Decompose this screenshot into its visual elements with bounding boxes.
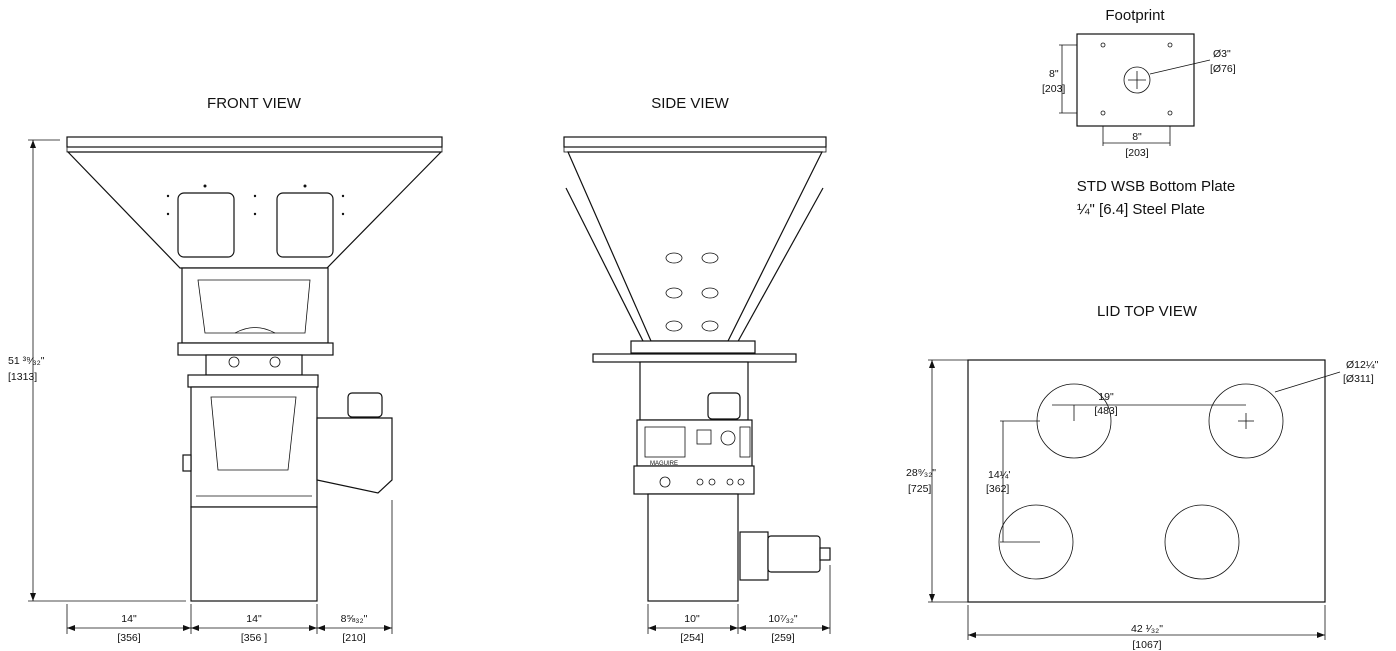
- lid-width-dim-mm: [1067]: [1132, 639, 1161, 651]
- lid-port-3: [998, 504, 1074, 580]
- side-access-ports: [665, 252, 719, 332]
- front-lid: [66, 136, 443, 148]
- front-hopper: [66, 151, 443, 269]
- lid-spacing-v-mm: [362]: [986, 483, 1009, 495]
- front-load-cells: [205, 354, 303, 376]
- front-lid-rim: [66, 146, 443, 153]
- side-view-title: SIDE VIEW: [651, 95, 729, 112]
- footprint-title: Footprint: [1105, 7, 1165, 24]
- footprint-horiz-dim-mm: [203]: [1125, 147, 1148, 159]
- side-hopper: [567, 151, 823, 342]
- front-width-dim-2-mm: [356 ]: [241, 632, 267, 644]
- side-brand-label: MAGUIRE: [650, 461, 678, 467]
- front-window-left: [177, 192, 235, 258]
- footprint-center-hole: [1123, 66, 1151, 94]
- side-width-dim-1-mm: [254]: [680, 632, 703, 644]
- lid-spacing-v: 14¼': [988, 469, 1010, 481]
- lid-circle-dim: Ø12¼": [1346, 359, 1379, 371]
- front-bar: [177, 342, 334, 356]
- side-motor-top: [707, 392, 741, 420]
- front-width-dim-3: 8⅝₃₂": [341, 613, 368, 625]
- lid-height-dim: 28⁹⁄₃₂": [906, 467, 936, 479]
- front-chute: [316, 417, 393, 494]
- front-latch: [182, 454, 192, 472]
- front-weigh-frame: [181, 267, 329, 344]
- front-base: [190, 506, 318, 602]
- front-width-dim-3-mm: [210]: [342, 632, 365, 644]
- front-width-dim-2: 14": [246, 613, 262, 625]
- lid-height-dim-mm: [725]: [908, 483, 931, 495]
- footprint-horiz-dim: 8": [1132, 131, 1142, 143]
- front-width-dim-1: 14": [121, 613, 137, 625]
- footprint-note-line1: STD WSB Bottom Plate: [1077, 178, 1235, 195]
- footprint-vert-dim-mm: [203]: [1042, 83, 1065, 95]
- footprint-note-line2: ¼" [6.4] Steel Plate: [1077, 201, 1205, 218]
- front-motor: [347, 392, 383, 418]
- lid-port-4: [1164, 504, 1240, 580]
- lid-spacing-h-mm: [483]: [1094, 405, 1117, 417]
- side-motor: [767, 535, 821, 573]
- front-weigh-bin: [197, 279, 311, 334]
- front-weigh-bin-curve: [234, 327, 276, 334]
- footprint-hole-dim-mm: [Ø76]: [1210, 63, 1236, 75]
- front-height-dim-mm: [1313]: [8, 371, 37, 383]
- lid-plate: [967, 359, 1326, 603]
- lid-width-dim: 42 ¹⁄₃₂": [1131, 623, 1163, 635]
- front-view-title: FRONT VIEW: [207, 95, 302, 112]
- side-base: [647, 493, 739, 602]
- side-lid: [563, 136, 827, 148]
- front-height-dim: 51 ³⁹⁄₃₂": [8, 355, 45, 367]
- side-gear-housing: [739, 531, 769, 581]
- lid-circle-dim-mm: [Ø311]: [1343, 373, 1374, 385]
- footprint-hole-dim: Ø3": [1213, 48, 1231, 60]
- footprint-view: Footprint Ø3" [Ø76] 8" [203] 8" [203] ST…: [1042, 7, 1236, 218]
- lid-spacing-h: 19": [1098, 391, 1114, 403]
- lid-port-2: [1208, 383, 1284, 459]
- side-bar: [592, 353, 797, 363]
- front-width-dim-1-mm: [356]: [117, 632, 140, 644]
- side-width-dim-2: 10⁷⁄₃₂": [768, 613, 798, 625]
- side-power-panel: [633, 465, 755, 495]
- front-flange: [187, 374, 319, 388]
- lid-title: LID TOP VIEW: [1097, 303, 1198, 320]
- front-view: FRONT VIEW 51 ³⁹⁄₃₂" [1313]: [8, 95, 443, 644]
- front-mix-chamber: [190, 386, 318, 508]
- lid-top-view: LID TOP VIEW 19" [483] 14¼' [362] Ø12¼" …: [906, 303, 1379, 651]
- front-mix-bin: [210, 396, 297, 471]
- side-frame: [630, 340, 756, 354]
- side-width-dim-2-mm: [259]: [771, 632, 794, 644]
- side-view: SIDE VIEW MAGUIRE: [563, 95, 831, 644]
- side-motor-end: [819, 547, 831, 561]
- side-width-dim-1: 10": [684, 613, 700, 625]
- front-window-right: [276, 192, 334, 258]
- footprint-vert-dim: 8": [1049, 68, 1059, 80]
